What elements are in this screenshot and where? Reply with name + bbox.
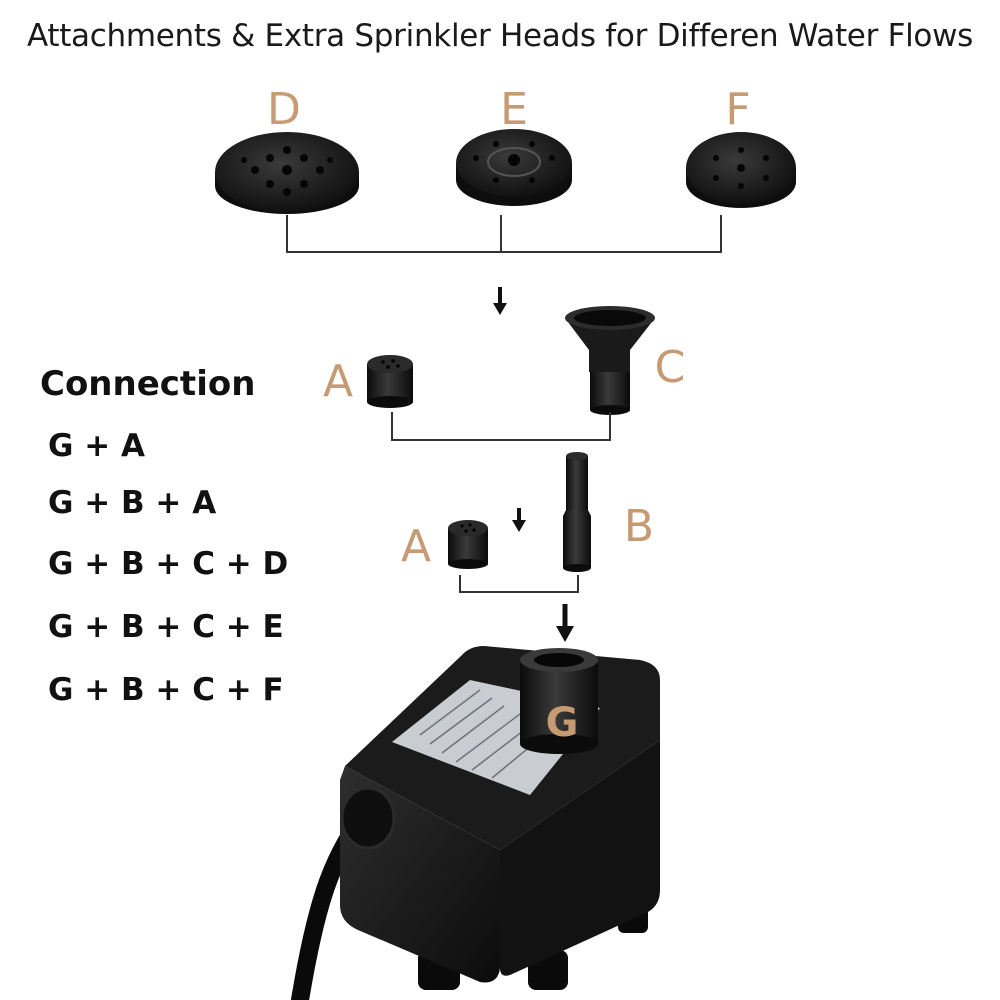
label-part-c: C: [654, 342, 686, 393]
connection-combo: G + A: [48, 428, 145, 464]
connection-combo: G + B + C + D: [48, 546, 289, 582]
bracket-def: [286, 215, 722, 253]
label-part-d: D: [267, 84, 301, 135]
sprinkler-head-e: [456, 129, 572, 206]
arrow-down-icon-small: [512, 508, 526, 532]
label-part-e: E: [500, 84, 528, 135]
water-pump: [291, 646, 660, 1000]
label-part-b: B: [623, 501, 655, 552]
part-a-nozzle-top: [367, 355, 413, 408]
sprinkler-head-f: [686, 132, 796, 208]
page-title: Attachments & Extra Sprinkler Heads for …: [26, 18, 973, 54]
part-a-nozzle-bottom: [448, 520, 488, 569]
arrow-down-icon: [493, 287, 507, 315]
bracket-ac: [391, 412, 611, 441]
arrow-down-icon-large: [556, 604, 574, 642]
bracket-ab: [459, 575, 579, 593]
label-part-f: F: [725, 84, 751, 135]
label-part-a-top: A: [322, 356, 354, 407]
sprinkler-head-d: [215, 132, 359, 214]
connection-combo: G + B + C + E: [48, 609, 284, 645]
part-c-funnel: [565, 306, 655, 415]
label-part-a-bottom: A: [400, 521, 432, 572]
connection-combo: G + B + C + F: [48, 672, 284, 708]
part-b-extension-tube: [563, 452, 591, 572]
connection-heading: Connection: [40, 364, 256, 404]
label-part-g: G: [545, 700, 579, 746]
connection-combo: G + B + A: [48, 485, 217, 521]
